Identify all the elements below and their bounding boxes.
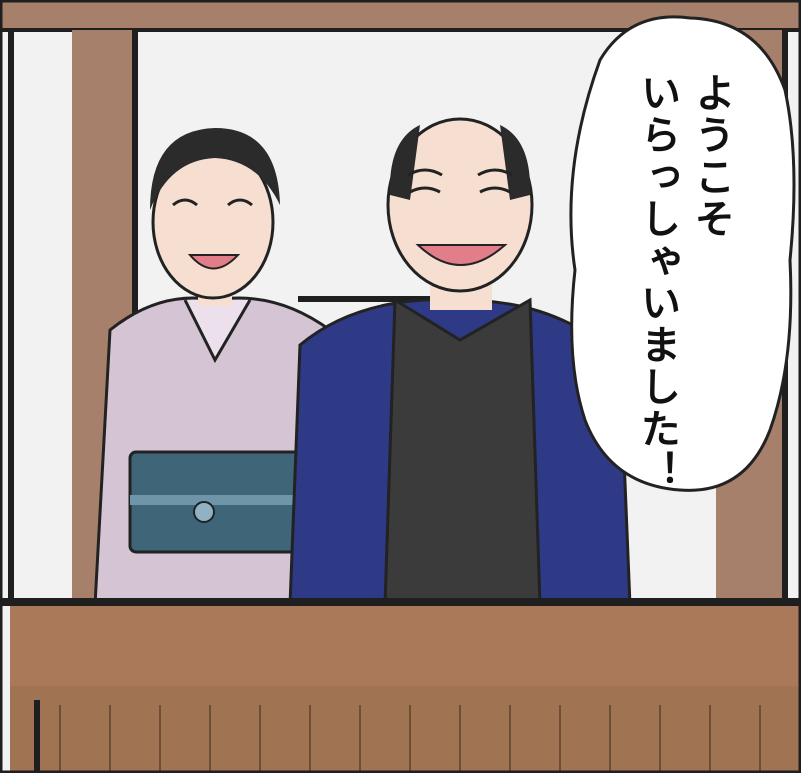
- man-figure: [288, 117, 632, 607]
- speech-bubble-text: ようこそ いらっしゃいました！: [634, 72, 734, 492]
- woman-figure: [93, 128, 342, 607]
- speech-bubble: [569, 15, 796, 492]
- wooden-counter: [0, 598, 801, 773]
